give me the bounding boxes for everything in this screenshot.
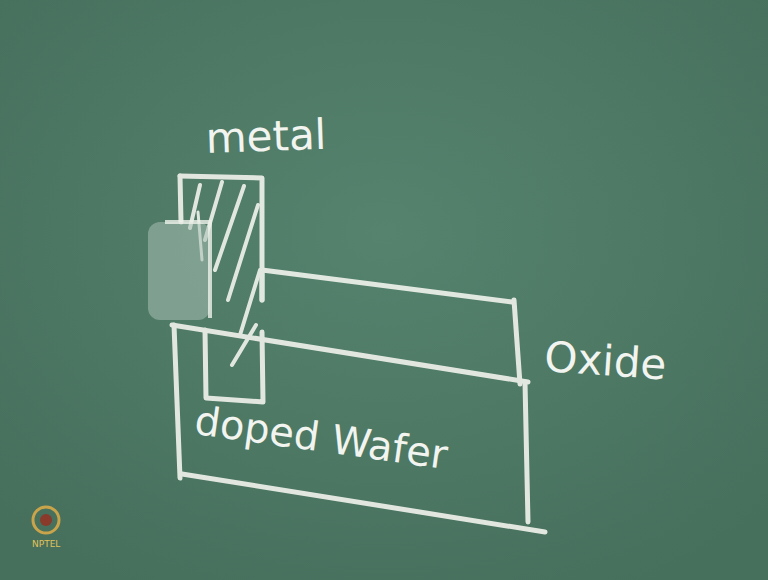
chalk-smudge [148,222,210,320]
oxide-right-edge [514,300,520,384]
wafer-region: doped Wafer [178,330,526,510]
metal-outline [180,176,181,222]
logo-text: NPTEL [32,540,60,549]
region-label: doped Wafer [192,400,450,475]
wafer-left-edge [174,325,180,478]
wafer-top-edge [172,325,528,382]
wafer-right-edge [525,382,528,522]
part-label: Oxide [543,336,668,386]
oxide-top-edge [262,270,512,302]
part-label: metal [205,114,327,160]
nptel-logo [33,507,59,533]
metal-contact [205,330,263,402]
metal-outline [165,222,210,318]
wafer-bottom-edge [182,474,545,532]
